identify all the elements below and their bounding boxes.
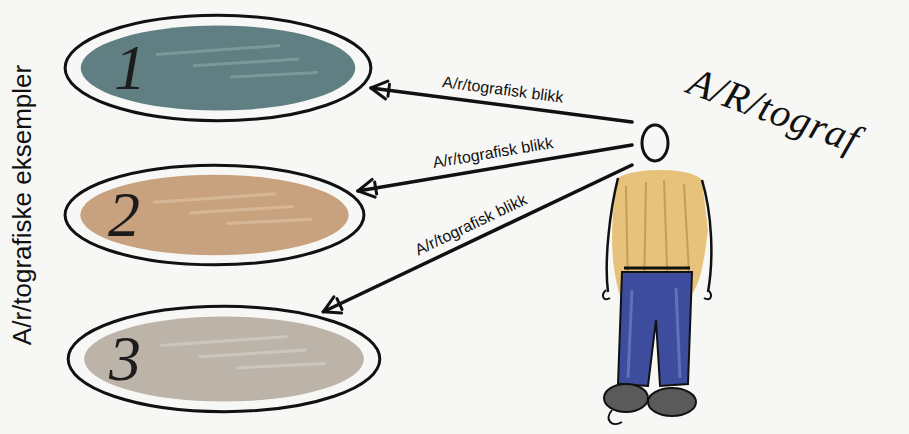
trousers [618, 272, 692, 386]
fill-streak [230, 72, 317, 76]
column-heading: A/r/tografiske eksempler [9, 65, 35, 345]
example-number: 2 [108, 183, 140, 247]
arrow-shaft [323, 165, 632, 312]
fill-streak [237, 363, 326, 367]
ellipse-border [68, 306, 380, 411]
example-ellipse: 1 [62, 12, 374, 124]
ellipse-fill [84, 316, 364, 401]
example-number: 1 [114, 36, 146, 100]
artographer-figure: A/R/tograf [632, 20, 904, 425]
fill-streak [227, 219, 312, 223]
trouser-shading [628, 288, 680, 378]
arrow-head [358, 179, 377, 197]
shoe-right [648, 388, 696, 416]
shoe-lace [609, 410, 622, 424]
fill-streak [154, 194, 276, 202]
hand-left [603, 290, 610, 299]
example-ellipse: 2 [62, 162, 367, 268]
ellipse-fill [80, 175, 348, 256]
arm-right [702, 180, 711, 292]
fill-streak [190, 207, 294, 213]
ellipse-border [65, 165, 364, 265]
example-number: 3 [109, 327, 141, 391]
head-outline [642, 125, 668, 161]
arrow-label: A/r/tografisk blikk [439, 73, 568, 107]
hand-right [704, 290, 711, 299]
arrow-label: A/r/tografisk blikk [428, 134, 557, 172]
figure-title: A/R/tograf [683, 61, 865, 160]
arm-left [607, 178, 618, 292]
example-ellipse: 3 [65, 303, 383, 415]
arrow-head [323, 297, 342, 313]
ellipse-fill [81, 25, 356, 110]
fill-streak [193, 59, 299, 66]
gaze-arrow [323, 165, 632, 313]
ellipse-border [65, 15, 371, 120]
shoe-left [604, 384, 648, 412]
belt [624, 267, 690, 270]
arrow-head [371, 81, 390, 99]
fill-streak [156, 46, 281, 55]
fill-streak [160, 337, 287, 346]
ellipse-outline [62, 12, 374, 124]
arrow-label: A/r/tografisk blikk [410, 189, 533, 260]
fill-streak [199, 350, 307, 357]
ellipse-outline [62, 162, 367, 268]
